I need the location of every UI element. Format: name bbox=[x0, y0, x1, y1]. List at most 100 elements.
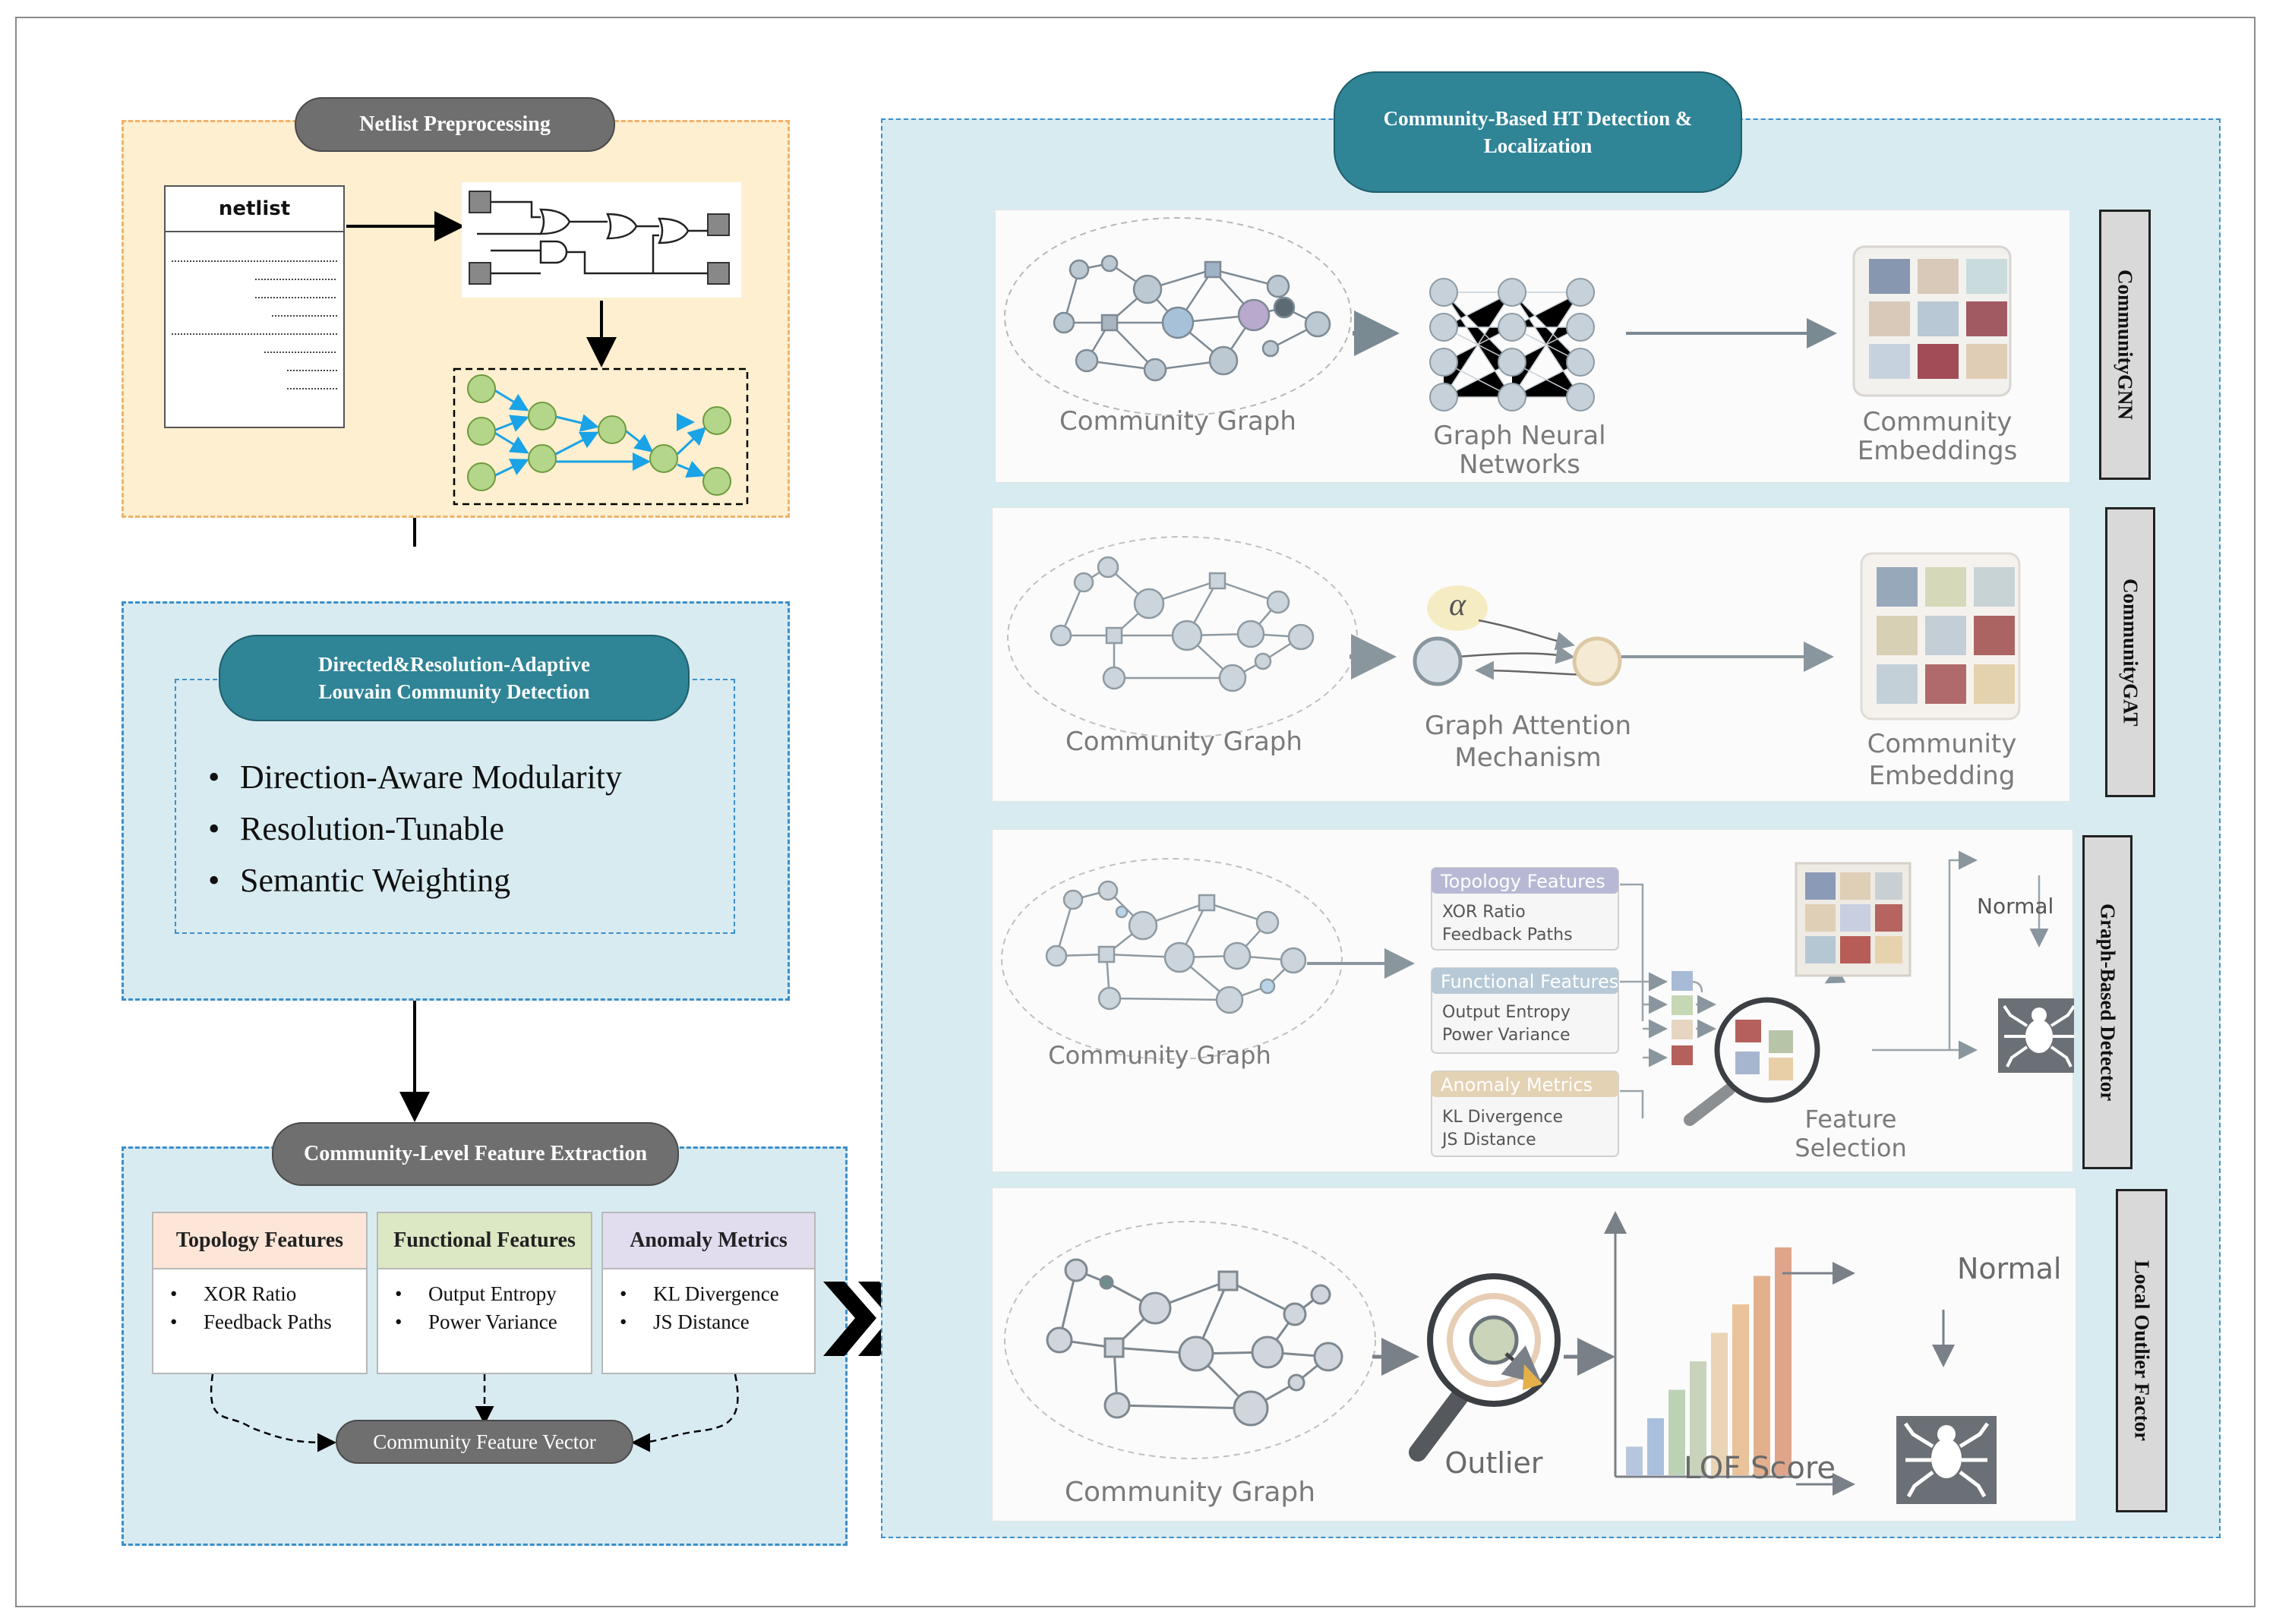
preprocessing-flow bbox=[346, 182, 749, 547]
detector-functional-item-2: Power Variance bbox=[1442, 1026, 1571, 1045]
gnn-embedding-line2: Embeddings bbox=[1857, 436, 2018, 466]
gat-panel: α Community Graph Graph Attention Mechan… bbox=[992, 507, 2070, 802]
functional-features-title: Functional Features bbox=[378, 1213, 591, 1269]
directed-graph bbox=[453, 367, 749, 506]
anomaly-metrics-title: Anomaly Metrics bbox=[603, 1213, 814, 1269]
gat-mechanism-label: Graph Attention Mechanism bbox=[1387, 710, 1668, 774]
gnn-side-label: CommunityGNN bbox=[2099, 210, 2151, 480]
gat-embedding-label: Community Embedding bbox=[1836, 728, 2048, 792]
gat-community-graph bbox=[1007, 536, 1358, 738]
gat-embedding-line1: Community bbox=[1867, 729, 2017, 759]
gnn-network-label: Graph Neural Networks bbox=[1391, 421, 1649, 479]
louvain-bullets: Direction-Aware Modularity Resolution-Tu… bbox=[208, 752, 725, 907]
detector-functional-item: Output Entropy Power Variance bbox=[1442, 1001, 1571, 1047]
detector-anomaly-item-2: JS Distance bbox=[1442, 1130, 1536, 1149]
anomaly-metrics-box: Anomaly Metrics KL Divergence JS Distanc… bbox=[601, 1212, 816, 1374]
lof-bar-chart bbox=[1604, 1211, 1955, 1496]
netlist-label: netlist bbox=[166, 187, 343, 232]
detector-functional-item-1: Output Entropy bbox=[1442, 1003, 1571, 1022]
detector-panel: Community Graph Topology Features XOR Ra… bbox=[992, 829, 2074, 1172]
feature-extraction-title: Community-Level Feature Extraction bbox=[272, 1122, 679, 1186]
louvain-to-features-arrow bbox=[399, 1001, 430, 1122]
gat-mechanism-line1: Graph Attention bbox=[1424, 711, 1632, 741]
topology-item: XOR Ratio bbox=[170, 1280, 366, 1308]
topology-features-title: Topology Features bbox=[153, 1213, 366, 1269]
lof-illustration bbox=[1004, 1211, 1997, 1504]
netlist-preprocessing-title: Netlist Preprocessing bbox=[295, 97, 615, 152]
lof-panel: Community Graph Outlier LOF Score Normal bbox=[992, 1187, 2076, 1522]
gnn-embedding-label: Community Embeddings bbox=[1831, 408, 2044, 465]
lof-side-label: Local Outlier Factor bbox=[2116, 1189, 2167, 1512]
anomaly-item: JS Distance bbox=[620, 1308, 814, 1336]
gat-alpha: α bbox=[1448, 588, 1466, 623]
lof-spider-icon bbox=[1896, 1416, 1997, 1504]
detector-feature-boxes bbox=[1431, 867, 1619, 1157]
gnn-network-layers bbox=[1429, 278, 1595, 412]
anomaly-item: KL Divergence bbox=[620, 1280, 814, 1308]
louvain-bullet: Resolution-Tunable bbox=[208, 803, 725, 855]
gnn-side-label-text: CommunityGNN bbox=[2114, 269, 2137, 420]
detector-topology-item: XOR Ratio Feedback Paths bbox=[1442, 901, 1573, 947]
detector-functional-title: Functional Features bbox=[1441, 971, 1619, 992]
gat-embedding-grid bbox=[1860, 552, 2021, 721]
detector-side-label: Graph-Based Detector bbox=[2082, 835, 2133, 1169]
gnn-network-line2: Networks bbox=[1459, 449, 1580, 480]
detector-magnifier bbox=[1684, 997, 1820, 1126]
topology-features-box: Topology Features XOR Ratio Feedback Pat… bbox=[152, 1212, 368, 1374]
gnn-panel: Community Graph Graph Neural Networks Co… bbox=[995, 210, 2070, 483]
lof-bar bbox=[1668, 1389, 1685, 1475]
detection-title-line2: Localization bbox=[1483, 134, 1593, 157]
detector-selection-line2: Selection bbox=[1795, 1134, 1907, 1162]
detector-selection-line1: Feature bbox=[1804, 1105, 1897, 1134]
community-feature-vector: Community Feature Vector bbox=[336, 1420, 633, 1464]
detector-embedding-grid bbox=[1795, 862, 1912, 977]
detection-title-line1: Community-Based HT Detection & bbox=[1383, 106, 1693, 130]
detector-topology-item-2: Feedback Paths bbox=[1442, 926, 1573, 944]
lof-bar bbox=[1732, 1304, 1749, 1475]
gat-mechanism-line2: Mechanism bbox=[1454, 743, 1602, 773]
detector-topology-item-1: XOR Ratio bbox=[1442, 903, 1526, 922]
lof-score-label: LOF Score bbox=[1683, 1451, 1836, 1486]
detector-graph-label: Community Graph bbox=[1048, 1041, 1271, 1070]
lof-graph-label: Community Graph bbox=[1064, 1477, 1316, 1508]
detector-illustration bbox=[1001, 850, 2074, 1157]
lof-bar bbox=[1775, 1247, 1792, 1475]
topology-item: Feedback Paths bbox=[170, 1308, 366, 1336]
louvain-title-line1: Directed&Resolution-Adaptive bbox=[318, 652, 590, 676]
gat-attention bbox=[1413, 585, 1622, 686]
gat-side-label: CommunityGAT bbox=[2105, 507, 2155, 797]
lof-bar bbox=[1626, 1446, 1643, 1475]
gat-embedding-line2: Embedding bbox=[1868, 761, 2016, 791]
spider-icon bbox=[1998, 998, 2074, 1073]
gnn-embedding-line1: Community bbox=[1862, 407, 2013, 437]
louvain-title: Directed&Resolution-Adaptive Louvain Com… bbox=[219, 635, 690, 721]
louvain-title-line2: Louvain Community Detection bbox=[318, 680, 590, 703]
detector-topology-title: Topology Features bbox=[1441, 871, 1605, 892]
gnn-network-line1: Graph Neural bbox=[1433, 421, 1606, 451]
feature-vector-connectors bbox=[210, 1282, 946, 1452]
netlist-document: netlist bbox=[164, 185, 345, 428]
lof-magnifier bbox=[1409, 1273, 1561, 1462]
gat-side-label-text: CommunityGAT bbox=[2119, 578, 2142, 727]
gnn-illustration bbox=[1004, 217, 2012, 416]
lof-bar bbox=[1711, 1332, 1728, 1475]
gate-schematic bbox=[462, 182, 741, 298]
lof-bar bbox=[1690, 1361, 1706, 1475]
detector-anomaly-item: KL Divergence JS Distance bbox=[1442, 1106, 1563, 1152]
lof-outlier-label: Outlier bbox=[1444, 1446, 1543, 1480]
gnn-graph-label: Community Graph bbox=[1059, 406, 1296, 437]
figure-frame bbox=[15, 17, 2256, 1607]
detector-normal-label: Normal bbox=[1977, 894, 2054, 919]
functional-item: Power Variance bbox=[395, 1308, 591, 1336]
lof-side-label-text: Local Outlier Factor bbox=[2130, 1260, 2154, 1441]
lof-normal-label: Normal bbox=[1957, 1252, 2062, 1285]
detector-community-graph bbox=[1001, 858, 1343, 1060]
detector-side-label-text: Graph-Based Detector bbox=[2096, 903, 2120, 1102]
detector-selection-label: Feature Selection bbox=[1775, 1105, 1927, 1162]
gat-graph-label: Community Graph bbox=[1065, 727, 1302, 757]
detector-anomaly-title: Anomaly Metrics bbox=[1441, 1074, 1593, 1096]
netlist-lines bbox=[172, 260, 337, 389]
louvain-bullet: Semantic Weighting bbox=[208, 855, 725, 907]
lof-community-graph bbox=[1004, 1221, 1376, 1459]
gnn-embedding-grid bbox=[1852, 245, 2012, 397]
